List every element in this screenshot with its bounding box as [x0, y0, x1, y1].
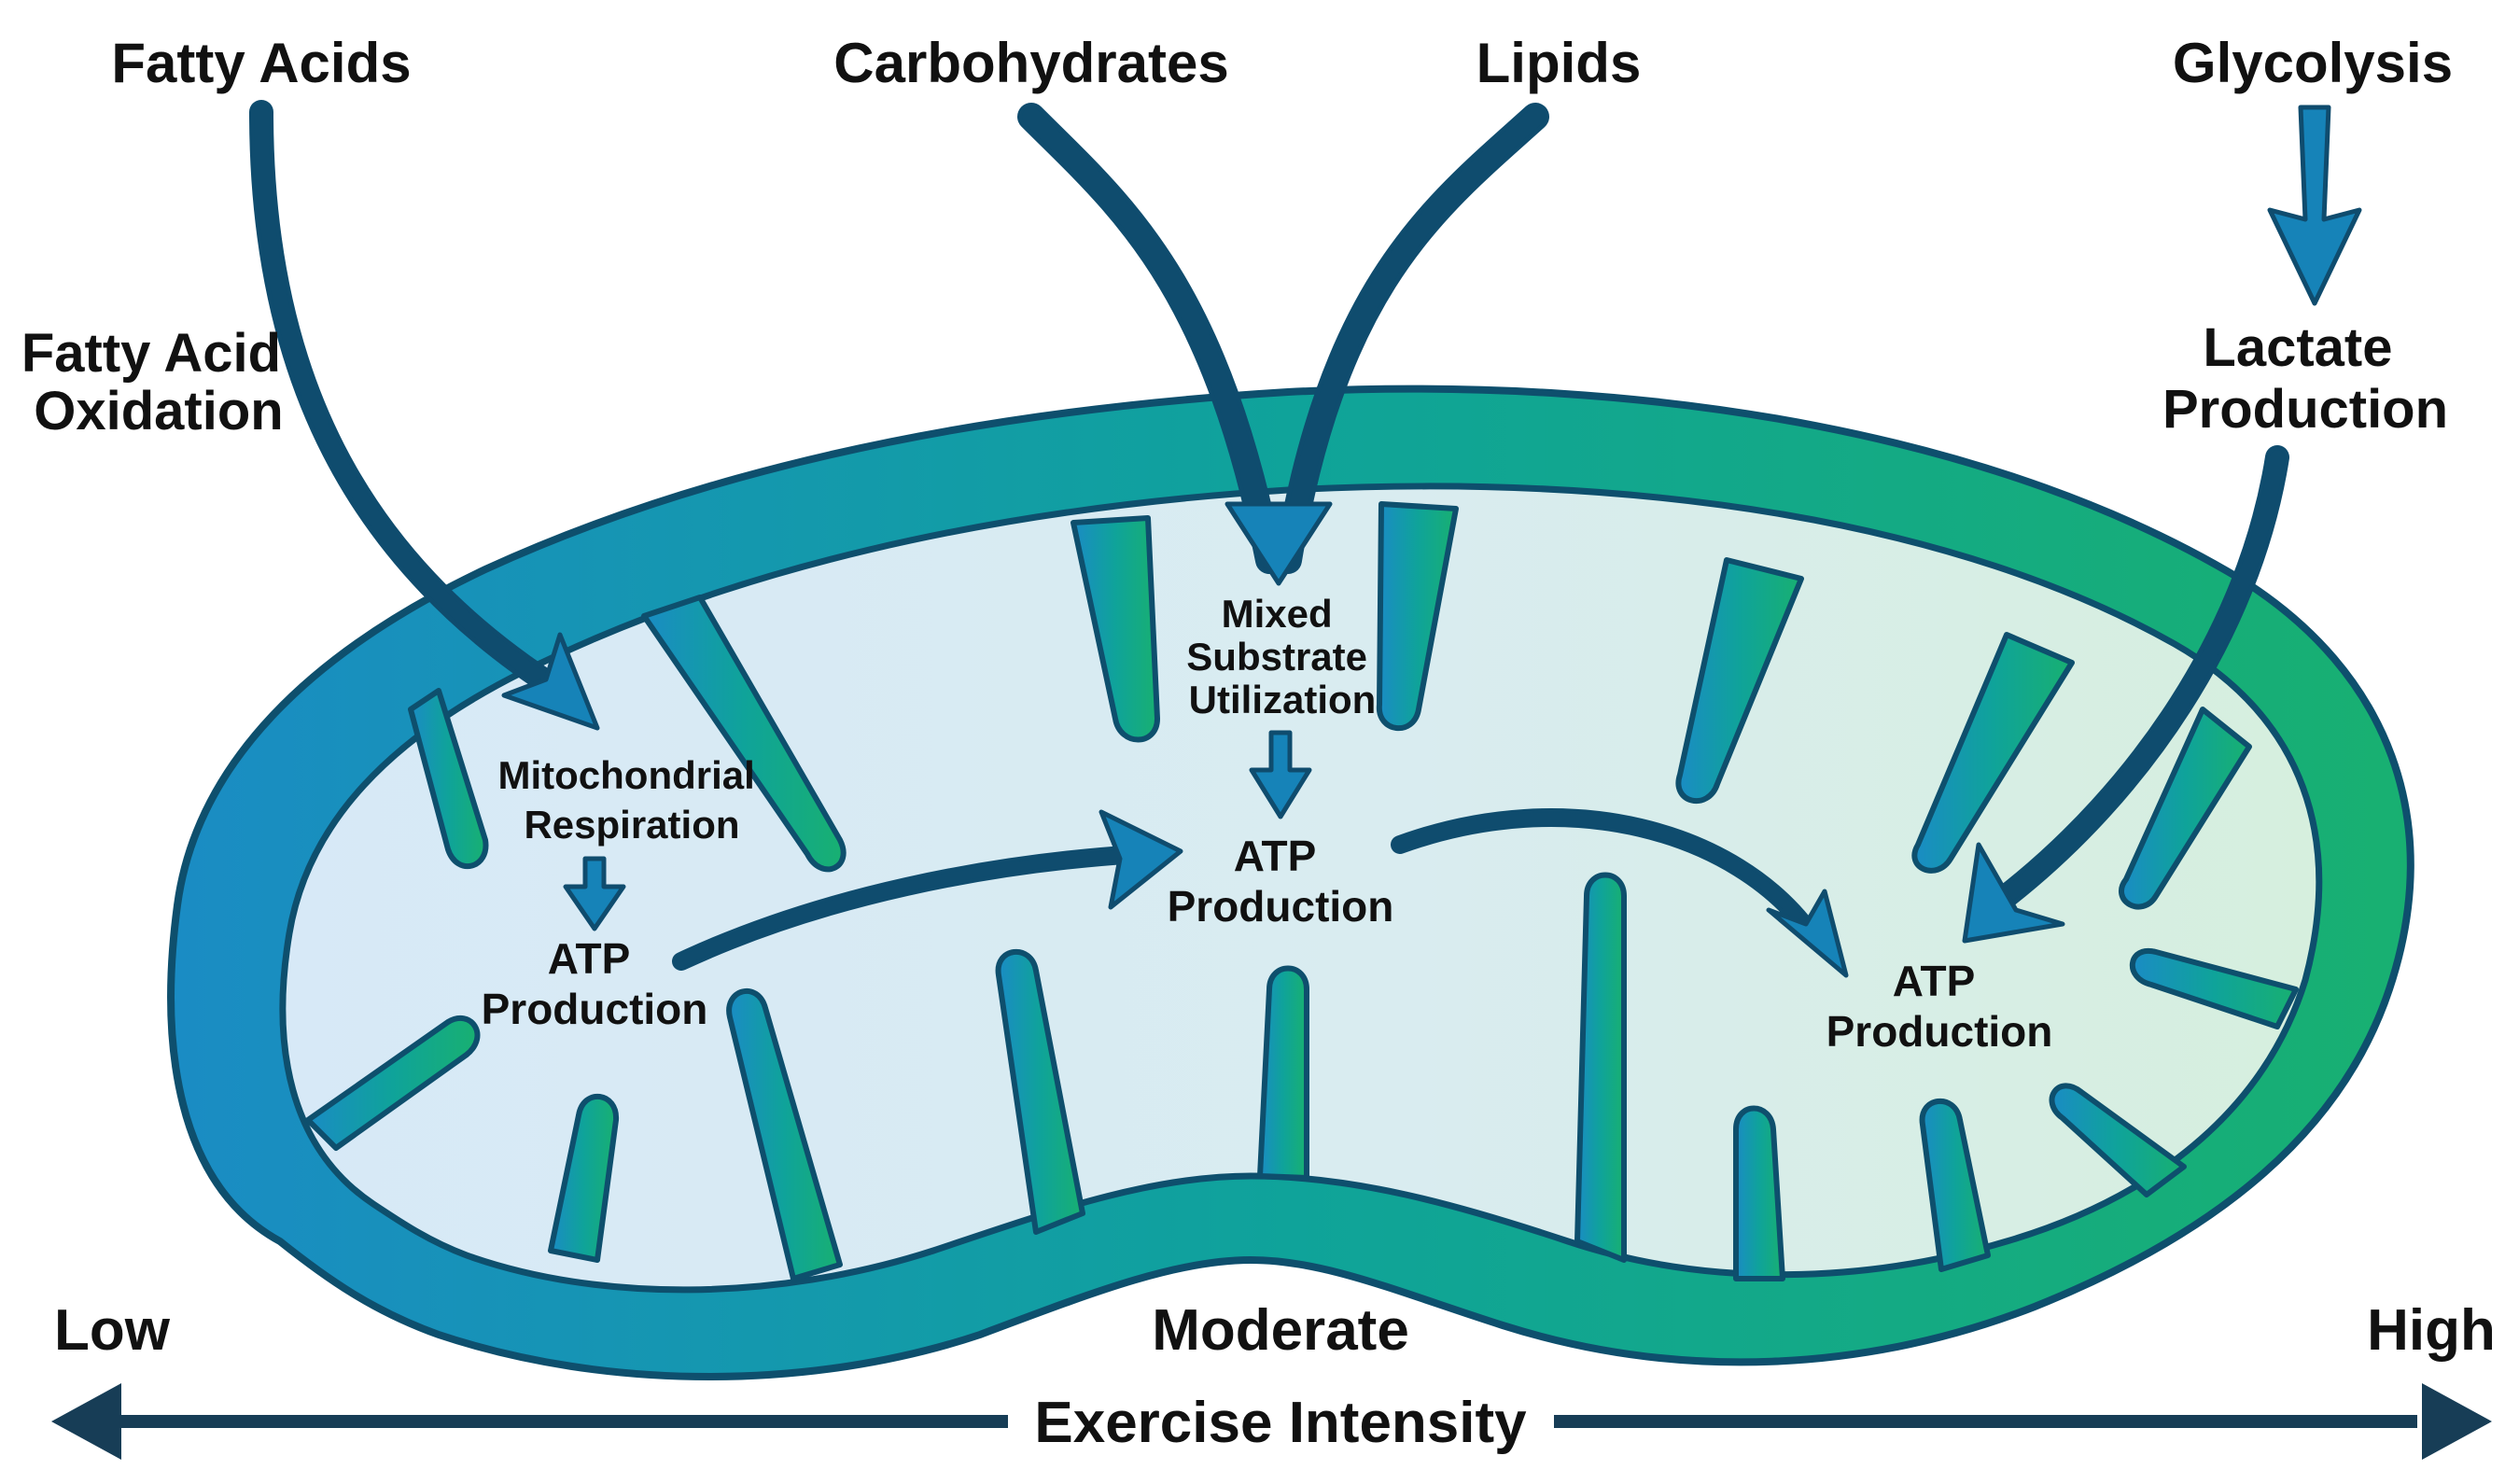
label-glycolysis: Glycolysis — [2173, 32, 2453, 94]
label-carbohydrates: Carbohydrates — [833, 32, 1228, 94]
crista — [1071, 515, 1160, 743]
arrow-lipids-shaft-fill — [1279, 107, 1545, 569]
arrow-glycolysis-shaft — [2267, 105, 2362, 306]
crista — [2049, 1083, 2187, 1197]
exercise-intensity-axis: Exercise Intensity — [51, 1383, 2492, 1460]
arrow-carbohydrates-shaft-fill — [1022, 107, 1279, 569]
label-atp-production-left: ATP Production — [482, 934, 708, 1033]
arrow-left-to-center-head — [1099, 809, 1183, 910]
crista — [1675, 557, 1804, 804]
arrow-center-to-right-head — [1766, 889, 1849, 978]
axis-arrowhead-right — [2422, 1383, 2492, 1460]
crista — [1574, 872, 1627, 1263]
crista — [1376, 501, 1459, 732]
label-fatty-acids: Fatty Acids — [111, 32, 411, 94]
crista — [548, 1094, 620, 1263]
arrow-respiration-down — [563, 856, 626, 931]
crista — [2130, 947, 2299, 1029]
axis-label-high: High — [2367, 1298, 2496, 1363]
axis-label-low: Low — [54, 1298, 171, 1363]
crista — [408, 688, 489, 870]
arrow-lactate-head — [1962, 842, 2065, 944]
cristae-bottom — [305, 872, 2299, 1281]
axis-label-moderate: Moderate — [1152, 1298, 1409, 1363]
arrow-converge-head — [1225, 501, 1333, 586]
cristae-top — [408, 501, 2252, 910]
crista — [305, 1015, 481, 1151]
arrow-fatty-acids-shaft-fill — [254, 105, 567, 698]
label-atp-production-right: ATP Production — [1826, 957, 2053, 1056]
label-mitochondrial-respiration: Mitochondrial Respiration — [498, 753, 766, 847]
arrow-center-to-right-shaft-fill — [1394, 812, 1816, 939]
crista — [726, 988, 843, 1281]
arrows — [249, 100, 2362, 978]
axis-arrowhead-left — [51, 1383, 121, 1460]
label-fatty-acid-oxidation: Fatty Acid Oxidation — [21, 323, 296, 441]
axis-title: Exercise Intensity — [1034, 1391, 1527, 1455]
label-lipids: Lipids — [1476, 32, 1642, 94]
crista — [1911, 632, 2075, 874]
label-atp-production-center: ATP Production — [1168, 832, 1394, 931]
crista — [641, 595, 847, 873]
crista — [2119, 707, 2252, 910]
crista — [1733, 1105, 1785, 1281]
arrow-fatty-acids-head — [501, 632, 600, 731]
arrow-left-to-center-shaft-fill — [676, 848, 1144, 967]
label-lactate-production: Lactate Production — [2162, 317, 2448, 440]
arrow-mixed-down — [1249, 730, 1312, 819]
arrow-lactate-shaft-fill — [1999, 450, 2285, 903]
label-mixed-substrate-utilization: Mixed Substrate Utilization — [1186, 592, 1378, 721]
crista — [1919, 1098, 1991, 1272]
crista — [1257, 965, 1309, 1181]
crista — [995, 948, 1085, 1235]
